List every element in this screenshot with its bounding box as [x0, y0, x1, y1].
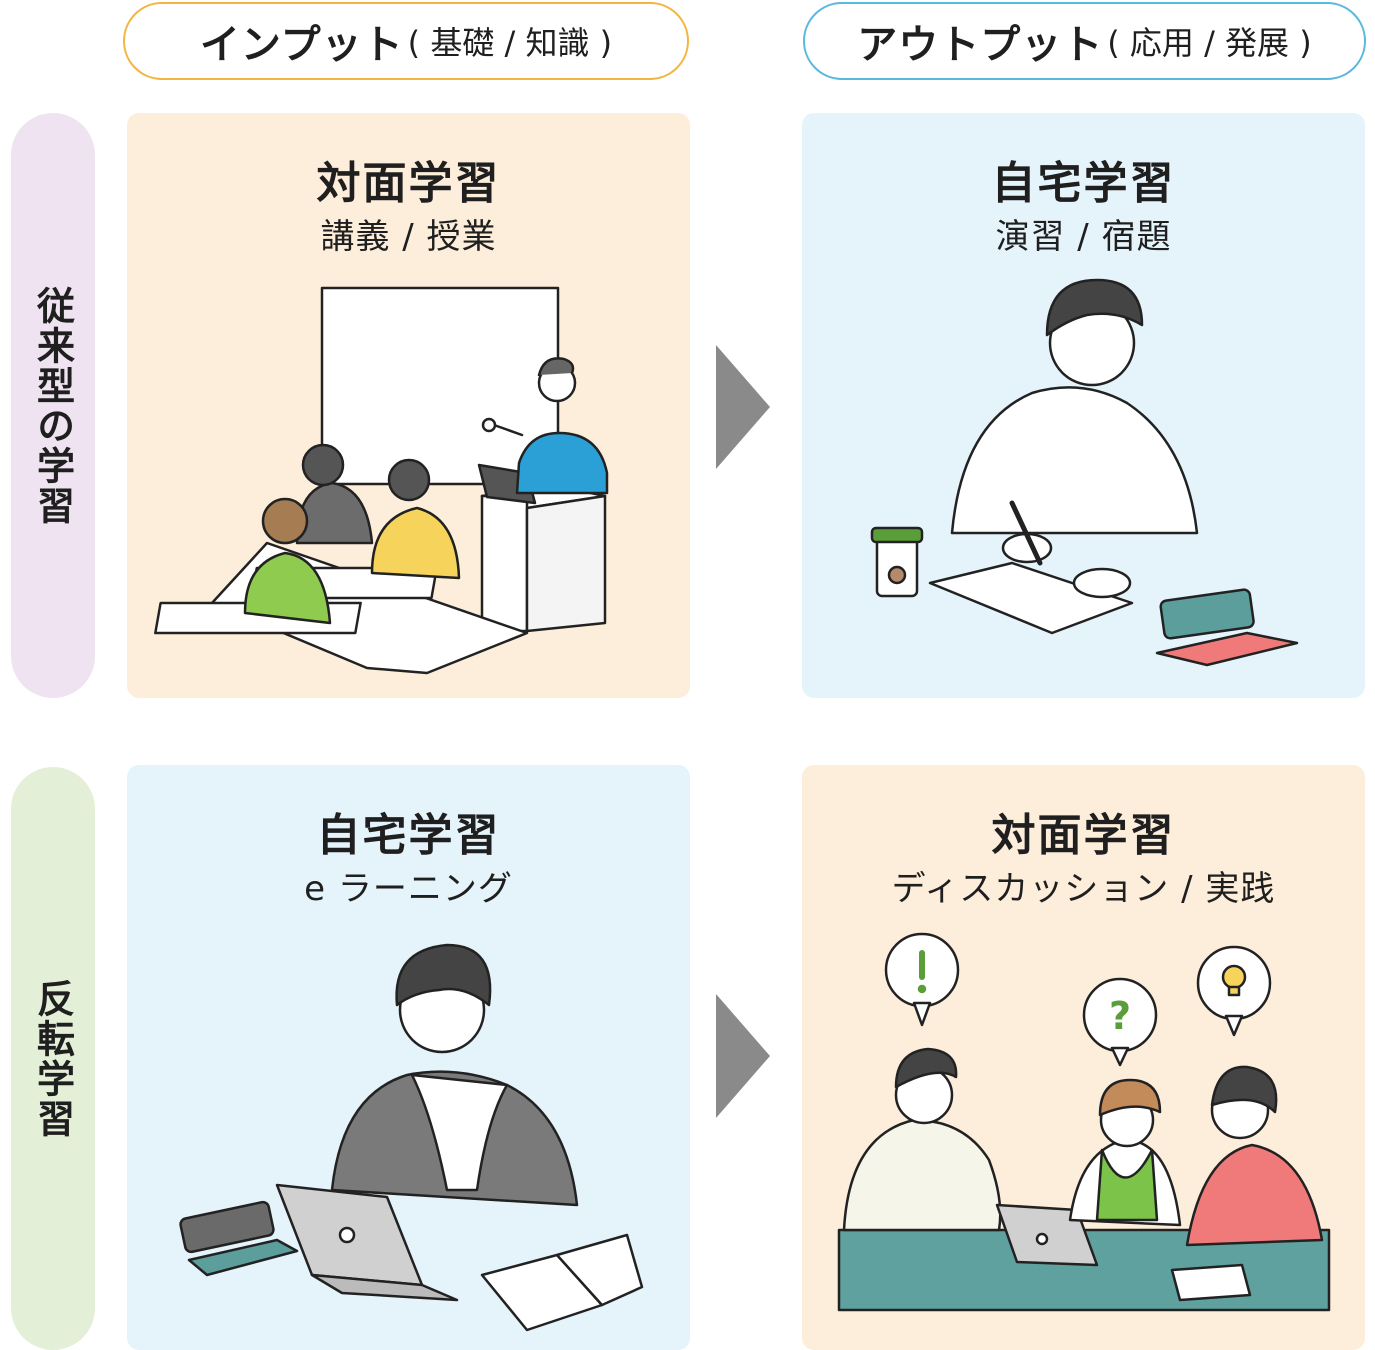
row-label-flipped-text: 反転学習 [26, 979, 81, 1139]
svg-text:?: ? [1109, 994, 1131, 1038]
panel-title: 自宅学習 [802, 147, 1365, 211]
panel-title: 対面学習 [127, 147, 690, 211]
panel-title: 対面学習 [802, 799, 1365, 863]
right-arrow-icon [716, 994, 770, 1118]
right-arrow-icon [716, 345, 770, 469]
output-column-header: アウトプット ( 応用 / 発展 ) [803, 2, 1366, 80]
lightbulb-icon [1198, 947, 1270, 1035]
panel-title: 自宅学習 [127, 799, 690, 863]
question-icon: ? [1084, 979, 1156, 1065]
output-header-detail: ( 応用 / 発展 ) [1107, 18, 1311, 64]
input-header-title: インプット [200, 12, 404, 70]
panel-traditional-output: 自宅学習 演習 / 宿題 [802, 113, 1365, 698]
input-header-detail: ( 基礎 / 知識 ) [408, 18, 612, 64]
input-column-header: インプット ( 基礎 / 知識 ) [123, 2, 689, 80]
panel-flipped-input: 自宅学習 e ラーニング [127, 765, 690, 1350]
panel-subtitle: ディスカッション / 実践 [802, 861, 1365, 910]
panel-subtitle: 演習 / 宿題 [802, 209, 1365, 258]
row-label-flipped: 反転学習 [11, 767, 95, 1350]
row-label-traditional-text: 従来型の学習 [26, 286, 81, 526]
panel-subtitle: e ラーニング [127, 861, 690, 910]
panel-flipped-output: ? 対面学習 [802, 765, 1365, 1350]
row-label-traditional: 従来型の学習 [11, 113, 95, 698]
exclamation-icon [886, 934, 958, 1025]
output-header-title: アウトプット [857, 12, 1103, 70]
panel-traditional-input: 対面学習 講義 / 授業 [127, 113, 690, 698]
panel-subtitle: 講義 / 授業 [127, 209, 690, 258]
